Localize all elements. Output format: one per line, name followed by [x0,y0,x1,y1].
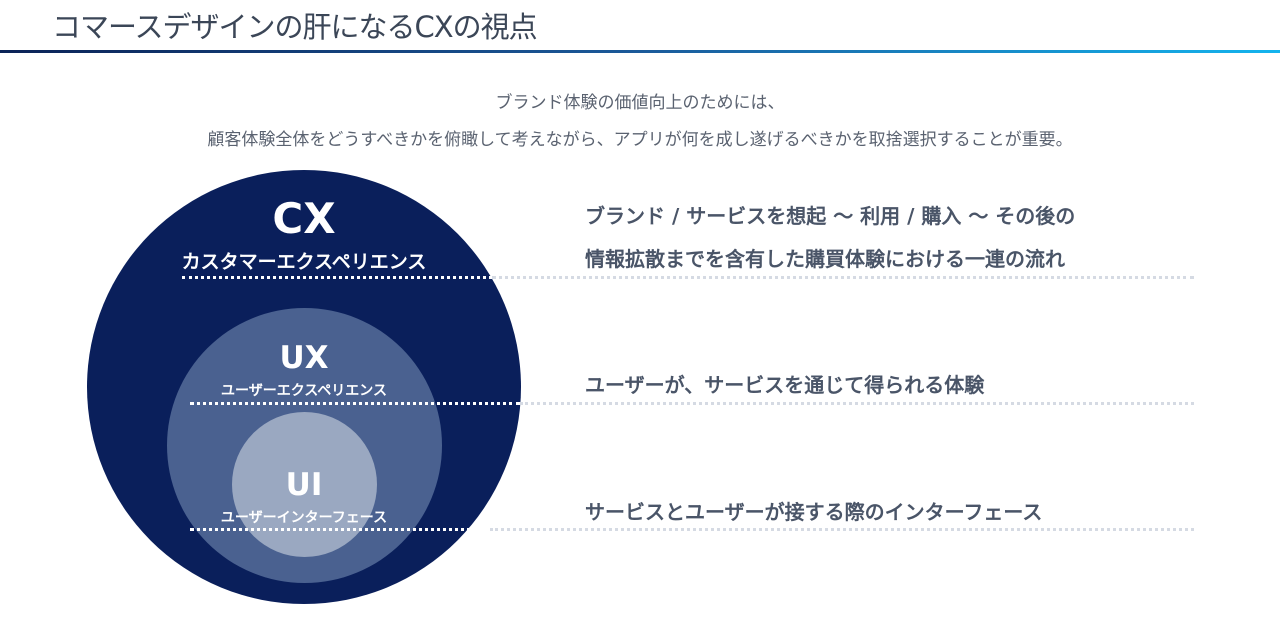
ui-name: ユーザーインターフェース [220,510,388,526]
ux-divider [520,402,1194,405]
ux-abbr: UX [279,340,329,376]
ui-divider-inner [190,528,490,531]
ui-divider [490,528,1194,531]
cx-abbr: CX [272,194,336,243]
ui-abbr: UI [285,467,323,503]
cx-name: カスタマーエクスペリエンス [181,251,427,273]
ux-name: ユーザーエクスペリエンス [220,383,388,399]
intro-line-1: ブランド体験の価値向上のためには、 [495,93,785,113]
cx-description-line-2: 情報拡散までを含有した購買体験における一連の流れ [585,247,1065,271]
intro-line-2: 顧客体験全体をどうすべきかを俯瞰して考えながら、アプリが何を成し遂げるべきかを取… [207,130,1073,150]
ux-divider-inner [190,402,520,405]
page-title: コマースデザインの肝になるCXの視点 [52,10,538,44]
ux-description: ユーザーが、サービスを通じて得られる体験 [585,373,985,397]
title-underline [0,50,1280,53]
cx-description-line-1: ブランド / サービスを想起 〜 利用 / 購入 〜 その後の [585,204,1076,228]
cx-divider [492,276,1194,279]
cx-divider-inner [182,276,492,279]
ui-description: サービスとユーザーが接する際のインターフェース [585,500,1043,524]
ui-circle [232,412,377,557]
